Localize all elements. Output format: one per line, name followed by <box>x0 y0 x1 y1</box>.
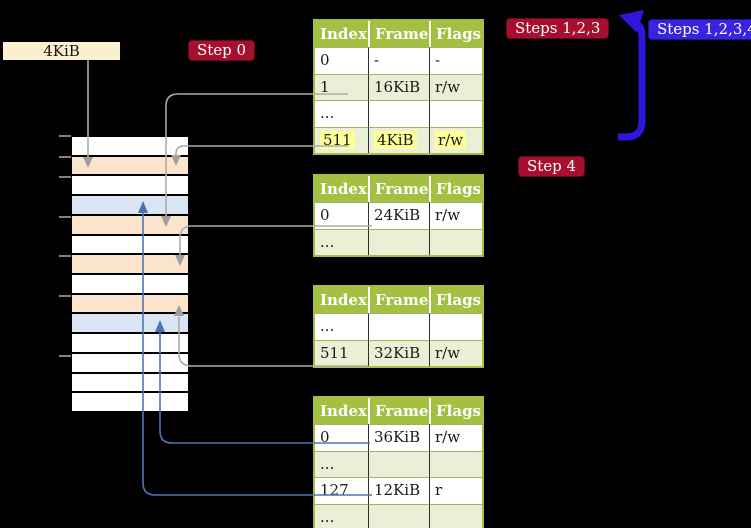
badge-steps-1-2-3: Steps 1,2,3 <box>506 18 610 39</box>
badge-step-4: Step 4 <box>518 156 586 177</box>
column-header: Index <box>315 176 368 202</box>
column-header: Frame <box>368 287 429 313</box>
column-header: Index <box>315 398 368 424</box>
table-cell: 24KiB <box>368 202 429 229</box>
table-cell: 36KiB <box>368 424 429 451</box>
memory-frame-row-blue <box>72 196 188 216</box>
memory-frame-row-peach <box>72 156 188 177</box>
table-cell: 12KiB <box>368 477 429 504</box>
badge-steps-1-2-3-4: Steps 1,2,3,4 <box>648 19 751 40</box>
table-cell <box>429 228 482 255</box>
memory-tick <box>59 295 71 297</box>
table-cell: r/w <box>429 339 482 366</box>
physical-memory-stack <box>70 135 190 413</box>
table-cell: ... <box>315 228 368 255</box>
memory-frame-row-white <box>72 334 188 354</box>
column-header: Index <box>315 21 368 47</box>
column-header: Frame <box>368 21 429 47</box>
table-cell: 0 <box>315 47 368 74</box>
memory-tick <box>59 355 71 357</box>
table-cell <box>429 450 482 477</box>
highlighted-value: r/w <box>435 130 467 149</box>
column-header: Flags <box>429 287 482 313</box>
memory-frame-row-white <box>72 176 188 197</box>
memory-frame-row-blue <box>72 314 188 335</box>
table-cell: 16KiB <box>368 73 429 100</box>
memory-frame-row-white <box>72 373 188 394</box>
table-cell <box>368 450 429 477</box>
highlighted-value: 511 <box>320 130 355 149</box>
memory-frame-row-white <box>72 353 188 374</box>
table-cell <box>429 100 482 127</box>
loop-arrow-steps-1234 <box>618 10 646 141</box>
table-cell: r/w <box>429 424 482 451</box>
memory-tick <box>59 216 71 218</box>
table-cell: 0 <box>315 424 368 451</box>
table-cell <box>368 503 429 528</box>
memory-frame-row-peach <box>72 255 188 276</box>
memory-tick <box>59 156 71 158</box>
table-cell: r/w <box>429 73 482 100</box>
table-cell <box>368 228 429 255</box>
table-cell: 511 <box>315 126 368 153</box>
memory-tick <box>59 176 71 178</box>
table-cell: r/w <box>429 202 482 229</box>
table-cell <box>429 503 482 528</box>
table-cell <box>368 313 429 340</box>
table-cell: r/w <box>429 126 482 153</box>
highlighted-value: 4KiB <box>374 130 417 149</box>
table-cell: - <box>429 47 482 74</box>
column-header: Index <box>315 287 368 313</box>
table-cell: ... <box>315 503 368 528</box>
memory-frame-row-peach <box>72 294 188 315</box>
table-cell: 32KiB <box>368 339 429 366</box>
badge-step-0: Step 0 <box>188 40 256 61</box>
memory-tick <box>59 135 71 137</box>
memory-frame-row-white <box>72 235 188 256</box>
table-cell: - <box>368 47 429 74</box>
loop-arrow-shaft <box>618 19 646 141</box>
loop-arrow-head <box>619 10 644 33</box>
frame-size-label: 4KiB <box>3 42 120 60</box>
memory-frame-row-peach <box>72 215 188 236</box>
column-header: Frame <box>368 176 429 202</box>
memory-frame-row-white <box>72 393 188 412</box>
memory-frame-row-white <box>72 275 188 295</box>
column-header: Flags <box>429 21 482 47</box>
table-cell: ... <box>315 100 368 127</box>
table-cell <box>368 100 429 127</box>
table-cell: ... <box>315 450 368 477</box>
memory-tick <box>59 255 71 257</box>
table-cell: r <box>429 477 482 504</box>
column-header: Flags <box>429 398 482 424</box>
column-header: Frame <box>368 398 429 424</box>
table-cell: ... <box>315 313 368 340</box>
table-cell: 511 <box>315 339 368 366</box>
table-cell: 4KiB <box>368 126 429 153</box>
table-cell: 0 <box>315 202 368 229</box>
column-header: Flags <box>429 176 482 202</box>
table-cell: 127 <box>315 477 368 504</box>
table-cell: 1 <box>315 73 368 100</box>
table-cell <box>429 313 482 340</box>
memory-frame-row-white <box>72 137 188 157</box>
